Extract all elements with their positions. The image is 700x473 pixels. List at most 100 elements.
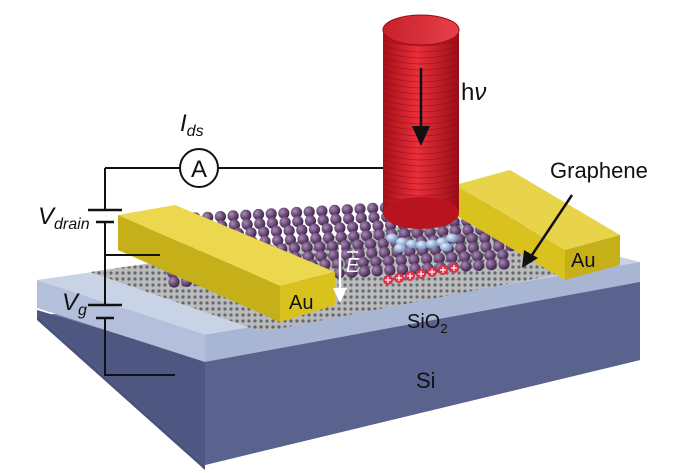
quantum-dot xyxy=(371,265,383,277)
quantum-dot xyxy=(366,247,378,259)
quantum-dot xyxy=(408,254,420,266)
quantum-dot xyxy=(343,213,355,225)
quantum-dot xyxy=(330,213,342,226)
quantum-dot xyxy=(329,204,341,216)
quantum-dot xyxy=(296,224,308,236)
gate-battery xyxy=(88,303,122,320)
quantum-dot xyxy=(303,206,315,218)
quantum-dot xyxy=(460,260,472,272)
quantum-dot xyxy=(270,225,282,237)
quantum-dot xyxy=(326,240,339,252)
quantum-dot xyxy=(292,216,304,228)
quantum-dot xyxy=(347,221,359,233)
quantum-dot xyxy=(433,252,445,264)
quantum-dot xyxy=(354,203,366,215)
quantum-dot xyxy=(335,231,347,243)
quantum-dot xyxy=(283,225,295,237)
hole-plus-sign xyxy=(396,275,402,281)
quantum-dot xyxy=(424,226,436,238)
quantum-dot xyxy=(462,224,474,236)
quantum-dot xyxy=(411,227,423,239)
electron xyxy=(394,243,406,253)
quantum-dot xyxy=(227,210,239,222)
hole-row xyxy=(383,263,459,285)
field-arrow xyxy=(333,245,347,303)
quantum-dot xyxy=(265,208,277,220)
quantum-dot xyxy=(498,258,510,270)
quantum-dot xyxy=(359,221,371,233)
circuit-wires xyxy=(104,167,420,376)
quantum-dot xyxy=(437,226,449,238)
quantum-dot xyxy=(353,248,365,260)
quantum-dot xyxy=(399,228,411,240)
quantum-dot xyxy=(245,227,257,239)
laser-beam xyxy=(382,14,460,229)
electron xyxy=(406,239,418,249)
current-label: Ids xyxy=(180,110,204,140)
quantum-dot xyxy=(322,232,335,244)
quantum-dot xyxy=(373,229,385,241)
quantum-dot xyxy=(357,256,369,269)
drain-battery xyxy=(88,208,122,224)
photon-energy-label: hν xyxy=(461,79,486,106)
quantum-dot xyxy=(421,253,433,265)
quantum-dot xyxy=(360,230,373,242)
quantum-dot xyxy=(317,214,329,226)
ammeter-label: A xyxy=(191,156,207,183)
light-direction-arrow-head xyxy=(412,126,430,146)
quantum-dot xyxy=(382,255,395,267)
quantum-dot xyxy=(395,254,407,266)
quantum-dot xyxy=(321,223,333,235)
hole-plus-sign xyxy=(418,271,424,277)
quantum-dot xyxy=(302,251,314,263)
field-label: E xyxy=(346,255,360,277)
quantum-dot xyxy=(290,206,303,219)
hole-plus-sign xyxy=(385,277,391,283)
hole-plus-sign xyxy=(429,269,435,275)
quantum-dot xyxy=(372,220,384,232)
quantum-dot xyxy=(284,234,296,246)
quantum-dot xyxy=(344,257,356,269)
quantum-dot xyxy=(279,216,291,228)
quantum-dot xyxy=(479,232,491,244)
oxide-label: SiO2 xyxy=(407,311,448,336)
gate-voltage-label: Vg xyxy=(62,289,87,319)
drain-voltage-label: Vdrain xyxy=(38,203,90,233)
quantum-dot xyxy=(168,276,180,288)
quantum-dot xyxy=(310,232,322,245)
hole-plus-sign xyxy=(451,265,457,271)
electron xyxy=(416,240,428,250)
left-electrode-label: Au xyxy=(289,292,313,314)
quantum-dot xyxy=(493,240,505,252)
quantum-dot xyxy=(272,235,284,247)
graphene-pointer-arrow xyxy=(522,194,574,268)
quantum-dot xyxy=(368,211,380,224)
quantum-dot xyxy=(278,207,290,219)
right-electrode xyxy=(455,170,620,280)
quantum-dot xyxy=(315,250,327,262)
electron xyxy=(386,233,398,243)
quantum-dot xyxy=(404,245,416,257)
quantum-dot xyxy=(314,241,326,253)
quantum-dot xyxy=(471,250,483,262)
quantum-dot xyxy=(308,223,321,235)
quantum-dot xyxy=(301,242,313,254)
quantum-dot xyxy=(240,209,252,221)
electron xyxy=(440,242,452,252)
quantum-dot xyxy=(377,237,389,250)
electron-row xyxy=(386,233,458,253)
quantum-dot xyxy=(355,212,367,224)
quantum-dot xyxy=(473,259,485,271)
quantum-dot xyxy=(348,230,360,242)
quantum-dot xyxy=(254,218,266,230)
substrate-label: Si xyxy=(416,368,436,393)
quantum-dot xyxy=(252,208,265,221)
quantum-dot xyxy=(364,238,377,250)
quantum-dot xyxy=(346,266,358,278)
quantum-dot xyxy=(367,202,379,214)
quantum-dot xyxy=(297,233,309,245)
hole-plus-sign xyxy=(440,267,446,273)
quantum-dot xyxy=(266,217,278,229)
right-electrode-label: Au xyxy=(571,250,595,272)
quantum-dot xyxy=(480,241,492,253)
